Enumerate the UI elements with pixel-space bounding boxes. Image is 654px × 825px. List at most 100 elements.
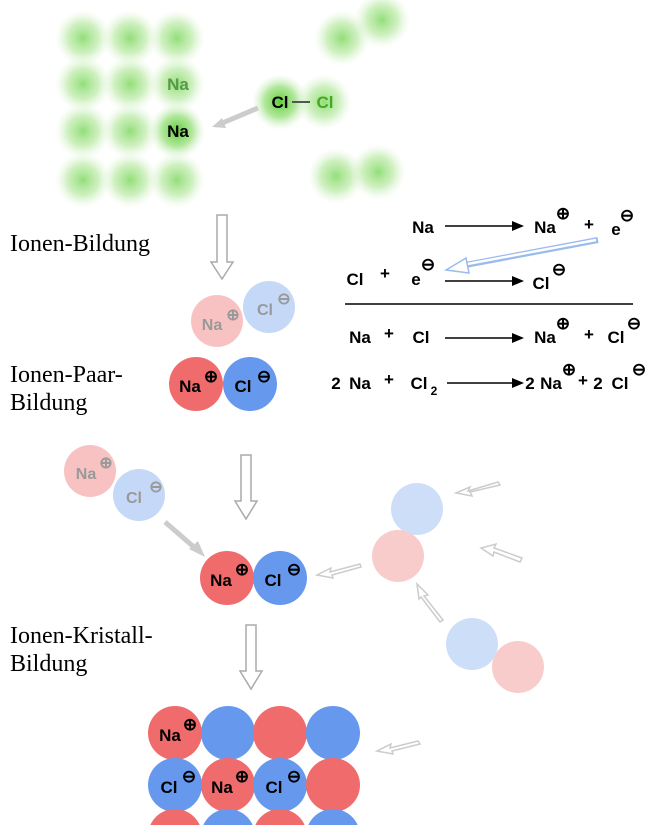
na-ion-faded-label: Na bbox=[202, 317, 223, 334]
crystal-na-label: Na bbox=[159, 726, 181, 745]
eq4-right2: Cl bbox=[612, 374, 629, 393]
cl2-right-label: Cl bbox=[317, 93, 334, 112]
electron-transfer-arrow-inner bbox=[461, 238, 597, 267]
down-arrow-3 bbox=[238, 624, 264, 691]
approaching-cl-charge: ⊖ bbox=[149, 479, 162, 496]
eq3-right2: Cl bbox=[608, 328, 625, 347]
equations-block: Na Na ⊕ + e ⊖ Cl + e ⊖ Cl ⊖ Na + Cl Na ⊕… bbox=[331, 204, 646, 398]
metal-atom-na bbox=[149, 103, 205, 159]
crystal-na-charge: ⊕ bbox=[183, 715, 197, 734]
stage-label-crystal-line1: Ionen-Kristall- bbox=[10, 623, 153, 649]
approaching-na-charge: ⊕ bbox=[99, 455, 112, 472]
electron-transfer-arrow-head bbox=[443, 256, 470, 274]
eq1-electron-charge: ⊖ bbox=[620, 206, 634, 225]
cl-ion-faded bbox=[446, 618, 498, 670]
eq2-electron: e bbox=[411, 270, 420, 289]
eq1-right-charge: ⊕ bbox=[556, 204, 570, 223]
eq2-right: Cl bbox=[533, 274, 550, 293]
ion-pair-cl-charge: ⊖ bbox=[257, 367, 271, 386]
crystal-na-ion bbox=[150, 809, 200, 825]
na-ion-faded bbox=[191, 295, 243, 347]
arrow-to-crystal bbox=[374, 740, 422, 755]
eq1-left: Na bbox=[412, 218, 434, 237]
eq3-right1: Na bbox=[534, 328, 556, 347]
ion-pair-na-label: Na bbox=[179, 377, 201, 396]
ion-pair-cl-label: Cl bbox=[235, 377, 252, 396]
ion-pair2-na-label: Na bbox=[210, 571, 232, 590]
metal-atom bbox=[55, 10, 111, 66]
approach-arrow-left bbox=[163, 520, 197, 550]
crystal-na-ion bbox=[253, 706, 307, 760]
chlorine-molecules: Cl Cl bbox=[252, 0, 410, 204]
crystal-cl-ion bbox=[201, 706, 255, 760]
ion-pair bbox=[169, 357, 277, 411]
down-arrow-1 bbox=[209, 214, 235, 281]
ionic-crystal-lattice bbox=[148, 706, 360, 825]
stage-label-ion-pair-line2: Bildung bbox=[10, 390, 87, 416]
na-faded-label: Na bbox=[167, 75, 189, 94]
arrow-to-cl-top bbox=[453, 481, 502, 498]
eq3-right-plus: + bbox=[584, 325, 594, 344]
crystal-na-ion bbox=[201, 758, 255, 812]
eq3-left1: Na bbox=[349, 328, 371, 347]
metal-atom bbox=[55, 103, 111, 159]
arrow-from-lower bbox=[415, 581, 445, 624]
eq4-coef-r2: 2 bbox=[593, 374, 602, 393]
sodium-metal-lattice: Na Na bbox=[55, 10, 205, 208]
crystal-cl2-charge: ⊖ bbox=[287, 767, 301, 786]
eq3-right2-charge: ⊖ bbox=[627, 314, 641, 333]
metal-atom bbox=[149, 152, 205, 208]
eq2-left: Cl bbox=[347, 270, 364, 289]
na-ion-faded bbox=[372, 530, 424, 582]
metal-atom-na-faded bbox=[149, 56, 205, 112]
approaching-na-label: Na bbox=[76, 466, 97, 483]
metal-atom bbox=[102, 10, 158, 66]
crystal-cl-charge: ⊖ bbox=[182, 767, 196, 786]
na-ion-faded-charge: ⊕ bbox=[226, 307, 239, 324]
eq4-right-plus: + bbox=[578, 371, 588, 390]
eq2-right-charge: ⊖ bbox=[552, 260, 566, 279]
eq1-arrow-head bbox=[512, 221, 524, 231]
ion-pair-na-charge: ⊕ bbox=[204, 367, 218, 386]
eq4-right2-charge: ⊖ bbox=[632, 360, 646, 379]
eq4-arrow-head bbox=[512, 378, 524, 388]
approach-arrow-left-head bbox=[189, 541, 205, 557]
crystal-na-ion bbox=[148, 706, 202, 760]
ion-pair2-cl-label: Cl bbox=[265, 571, 282, 590]
eq1-plus: + bbox=[584, 215, 594, 234]
eq2-arrow-head bbox=[512, 276, 524, 286]
crystal-na2-label: Na bbox=[211, 778, 233, 797]
ion-pair2-cl-charge: ⊖ bbox=[287, 560, 301, 579]
right-approach-arrows bbox=[314, 481, 524, 755]
right-faded-ions bbox=[372, 483, 544, 693]
eq4-right1: Na bbox=[540, 374, 562, 393]
na-ion bbox=[200, 551, 254, 605]
eq3-plus: + bbox=[384, 324, 394, 343]
cl-ion-faded bbox=[391, 483, 443, 535]
cl-ion-faded-charge: ⊖ bbox=[277, 291, 290, 308]
crystal-cl-ion bbox=[253, 758, 307, 812]
cl2-left-label: Cl bbox=[272, 93, 289, 112]
approaching-cl-label: Cl bbox=[126, 490, 142, 507]
crystal-cl-label: Cl bbox=[161, 778, 178, 797]
eq4-right1-charge: ⊕ bbox=[562, 360, 576, 379]
stage-label-ion-formation: Ionen-Bildung bbox=[10, 231, 150, 257]
stage-label-ion-pair-line1: Ionen-Paar- bbox=[10, 362, 123, 388]
cl-molecule-atom bbox=[252, 74, 308, 130]
cl-ion bbox=[253, 551, 307, 605]
eq3-left2: Cl bbox=[413, 328, 430, 347]
eq2-electron-charge: ⊖ bbox=[421, 255, 435, 274]
crystal-na2-charge: ⊕ bbox=[235, 767, 249, 786]
down-arrow-2 bbox=[233, 454, 259, 521]
eq4-plus: + bbox=[384, 370, 394, 389]
eq1-electron: e bbox=[611, 220, 620, 239]
crystal-cl-ion bbox=[308, 809, 358, 825]
eq4-left1: Na bbox=[349, 374, 371, 393]
eq3-right1-charge: ⊕ bbox=[556, 314, 570, 333]
cl-molecule-atom-faded bbox=[296, 74, 352, 130]
metal-atom bbox=[55, 56, 111, 112]
reaction-arrow-cl2-to-na-head bbox=[212, 118, 226, 128]
metal-atom bbox=[102, 56, 158, 112]
metal-atom bbox=[102, 103, 158, 159]
